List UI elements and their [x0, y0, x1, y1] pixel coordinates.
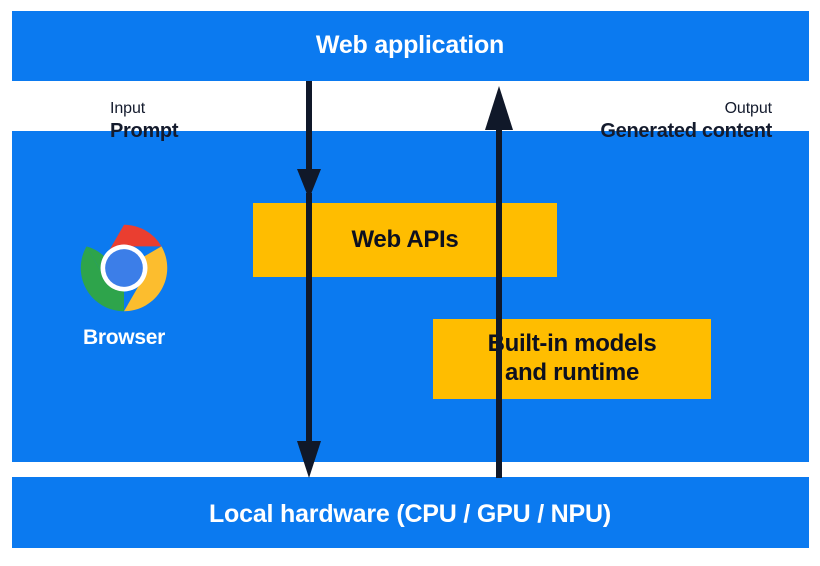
- box-builtin-models-line-1: Built-in models: [487, 330, 657, 358]
- annotation-input-kind: Input: [110, 100, 146, 117]
- box-web-apis: Web APIs: [253, 203, 557, 277]
- annotation-input-value: Prompt: [110, 120, 179, 143]
- arrow-up-output: [485, 86, 513, 478]
- band-web-application-label: Web application: [315, 31, 505, 59]
- box-builtin-models-text: Built-in models and runtime: [488, 330, 657, 388]
- annotation-output-value: Generated content: [600, 120, 772, 143]
- annotation-output-kind: Output: [724, 100, 773, 117]
- band-local-hardware: [12, 477, 809, 548]
- annotation-output: Output Generated content: [600, 100, 772, 143]
- box-builtin-models-line-2: and runtime: [504, 359, 640, 386]
- annotation-input: Input Prompt: [110, 100, 179, 143]
- chrome-logo-icon: [80, 224, 168, 312]
- band-local-hardware-label: Local hardware (CPU / GPU / NPU): [208, 500, 611, 528]
- band-web-application: [12, 11, 809, 81]
- browser-logo-caption: Browser: [83, 326, 165, 349]
- browser-logo-group: Browser: [60, 222, 188, 350]
- box-builtin-models: Built-in models and runtime: [433, 319, 711, 399]
- arrow-down-input: [297, 81, 321, 478]
- box-web-apis-label: Web APIs: [351, 226, 459, 253]
